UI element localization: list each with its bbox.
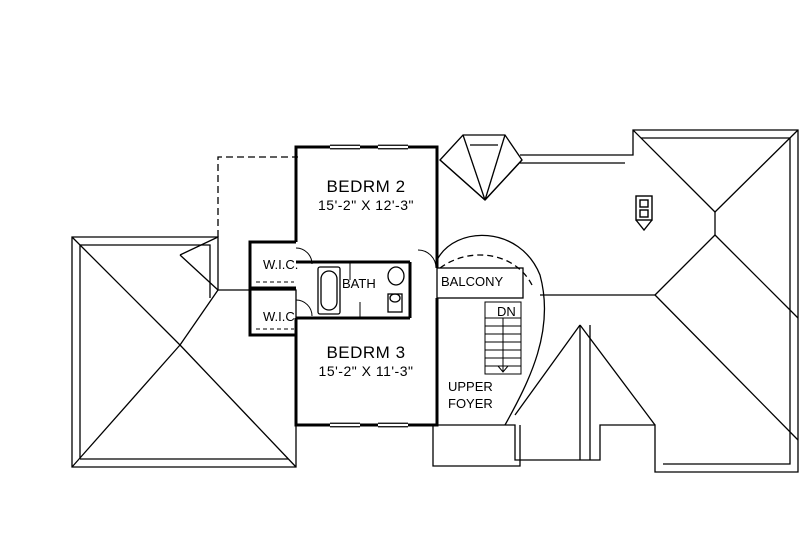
balcony: [436, 234, 546, 426]
doors: [295, 247, 437, 318]
chimney: [635, 195, 653, 232]
windows: [330, 146, 408, 426]
roof-left: [71, 156, 298, 468]
bedroom-3-dimensions: 15'-2" X 11'-3": [319, 363, 414, 379]
upper-foyer-label-line1: UPPER: [448, 379, 493, 394]
bay-roof: [439, 134, 523, 201]
stair-down-label: DN: [497, 304, 516, 319]
bath-fixtures: [317, 266, 405, 315]
bedroom-2-dimensions: 15'-2" X 12'-3": [318, 197, 414, 213]
upper-foyer-label-line2: FOYER: [448, 396, 493, 411]
bedroom-3-name: BEDRM 3: [326, 343, 405, 362]
wic-upper-label: W.I.C.: [263, 257, 298, 272]
roof-right: [432, 129, 799, 473]
window-sills: [330, 144, 408, 428]
stairs: [484, 301, 522, 375]
balcony-label: BALCONY: [441, 274, 503, 289]
wic-lower-label: W.I.C.: [263, 309, 298, 324]
bath-label: BATH: [342, 276, 376, 291]
bedroom-2-name: BEDRM 2: [326, 177, 405, 196]
wic-shelves: [256, 281, 294, 330]
